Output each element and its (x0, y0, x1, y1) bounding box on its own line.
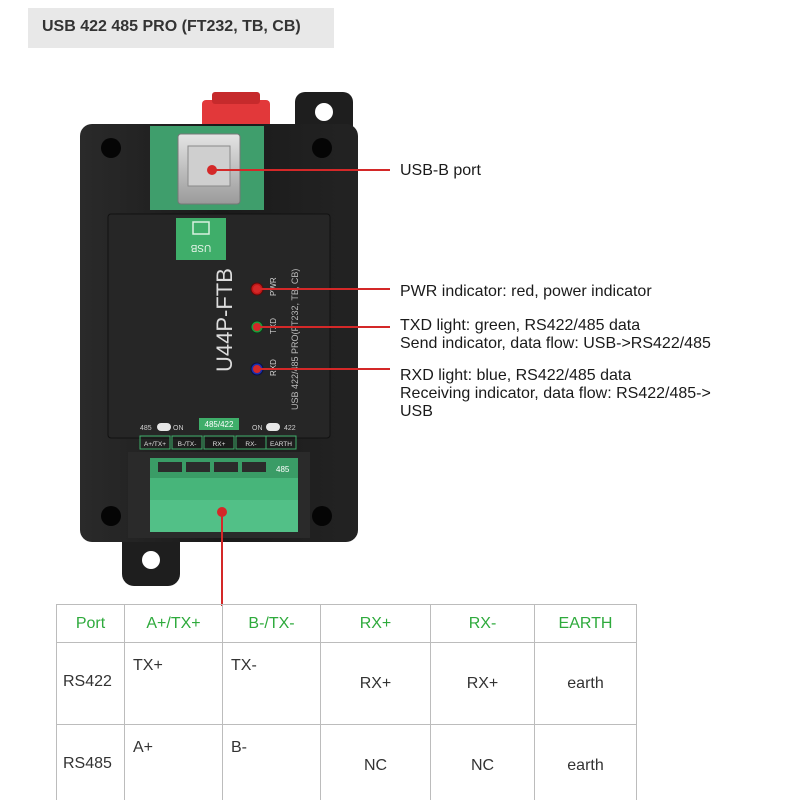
table-row: RS422 TX+ TX- RX+ RX+ earth (56, 642, 637, 725)
switch-label-on-left: ON (173, 425, 184, 432)
mode-switch-left (157, 423, 171, 431)
switch-label-422: 422 (284, 425, 296, 432)
terminal-label: RX- (245, 441, 256, 448)
callout-rxd-line3: USB (400, 403, 433, 420)
table-header: RX+ (320, 604, 431, 643)
callout-txd-line2: Send indicator, data flow: USB->RS422/48… (400, 335, 711, 352)
usb-tab-label: USB (190, 242, 211, 253)
screw (101, 506, 121, 526)
table-cell-port: RS422 (63, 673, 112, 690)
led-label-pwr: PWR (269, 277, 278, 296)
switch-label-on-right: ON (252, 425, 263, 432)
side-label: USB 422/485 PRO(FT232, TB, CB) (290, 269, 300, 410)
screw (101, 138, 121, 158)
table-cell: B- (231, 739, 247, 756)
callout-pwr: PWR indicator: red, power indicator (400, 283, 652, 300)
table-cell: TX- (231, 657, 257, 674)
switch-label-485: 485 (140, 425, 152, 432)
table-header: A+/TX+ (124, 604, 223, 643)
usb-b-port (177, 133, 241, 205)
terminal-label: B-/TX- (178, 441, 197, 448)
red-clip (202, 100, 270, 130)
callout-rxd-line1: RXD light: blue, RS422/485 data (400, 367, 632, 384)
table-cell: RX+ (466, 674, 499, 692)
port-mapping-table: Port A+/TX+ B-/TX- RX+ RX- EARTH RS422 T… (56, 604, 637, 800)
screw (312, 138, 332, 158)
table-cell: earth (567, 756, 604, 774)
table-header-row: Port A+/TX+ B-/TX- RX+ RX- EARTH (56, 604, 637, 643)
table-cell: NC (470, 756, 495, 774)
callout-lines (212, 169, 390, 600)
device-illustration: USB U44P-FTB USB 422/485 PRO(FT232, TB, … (80, 92, 390, 600)
table-cell: RX+ (359, 674, 392, 692)
screw (312, 506, 332, 526)
table-cell-port: RS485 (63, 755, 112, 772)
title-banner: USB 422 485 PRO (FT232, TB, CB) (28, 8, 334, 48)
table-header: RX- (430, 604, 535, 643)
bottom-mounting-ear (122, 528, 180, 586)
table-header: EARTH (534, 604, 637, 643)
callout-usb-port: USB-B port (400, 162, 481, 179)
table-cell: NC (363, 756, 388, 774)
table-header: B-/TX- (222, 604, 321, 643)
table-cell: earth (567, 674, 604, 692)
table-callout-line (221, 598, 223, 606)
terminal-label: A+/TX+ (144, 441, 166, 448)
terminal-block: 485 (128, 452, 310, 538)
mode-label: 485/422 (205, 420, 234, 429)
table-cell: TX+ (133, 657, 163, 674)
callout-txd-line1: TXD light: green, RS422/485 data (400, 317, 641, 334)
jumper-label: 485 (276, 465, 290, 474)
mode-switch-right (266, 423, 280, 431)
callout-rxd-line2: Receiving indicator, data flow: RS422/48… (400, 385, 711, 402)
table-header: Port (56, 604, 125, 643)
led-label-txd: TXD (269, 318, 278, 334)
terminal-label: RX+ (213, 441, 226, 448)
terminal-label-strip: A+/TX+ B-/TX- RX+ RX- EARTH (139, 435, 297, 450)
table-row: RS485 A+ B- NC NC earth (56, 724, 637, 800)
terminal-label: EARTH (270, 441, 292, 448)
table-cell: A+ (133, 739, 154, 756)
page-title: USB 422 485 PRO (FT232, TB, CB) (42, 18, 301, 35)
led-label-rxd: RXD (269, 359, 278, 376)
usb-label-tab: USB (176, 218, 226, 260)
model-label: U44P-FTB (212, 268, 237, 372)
